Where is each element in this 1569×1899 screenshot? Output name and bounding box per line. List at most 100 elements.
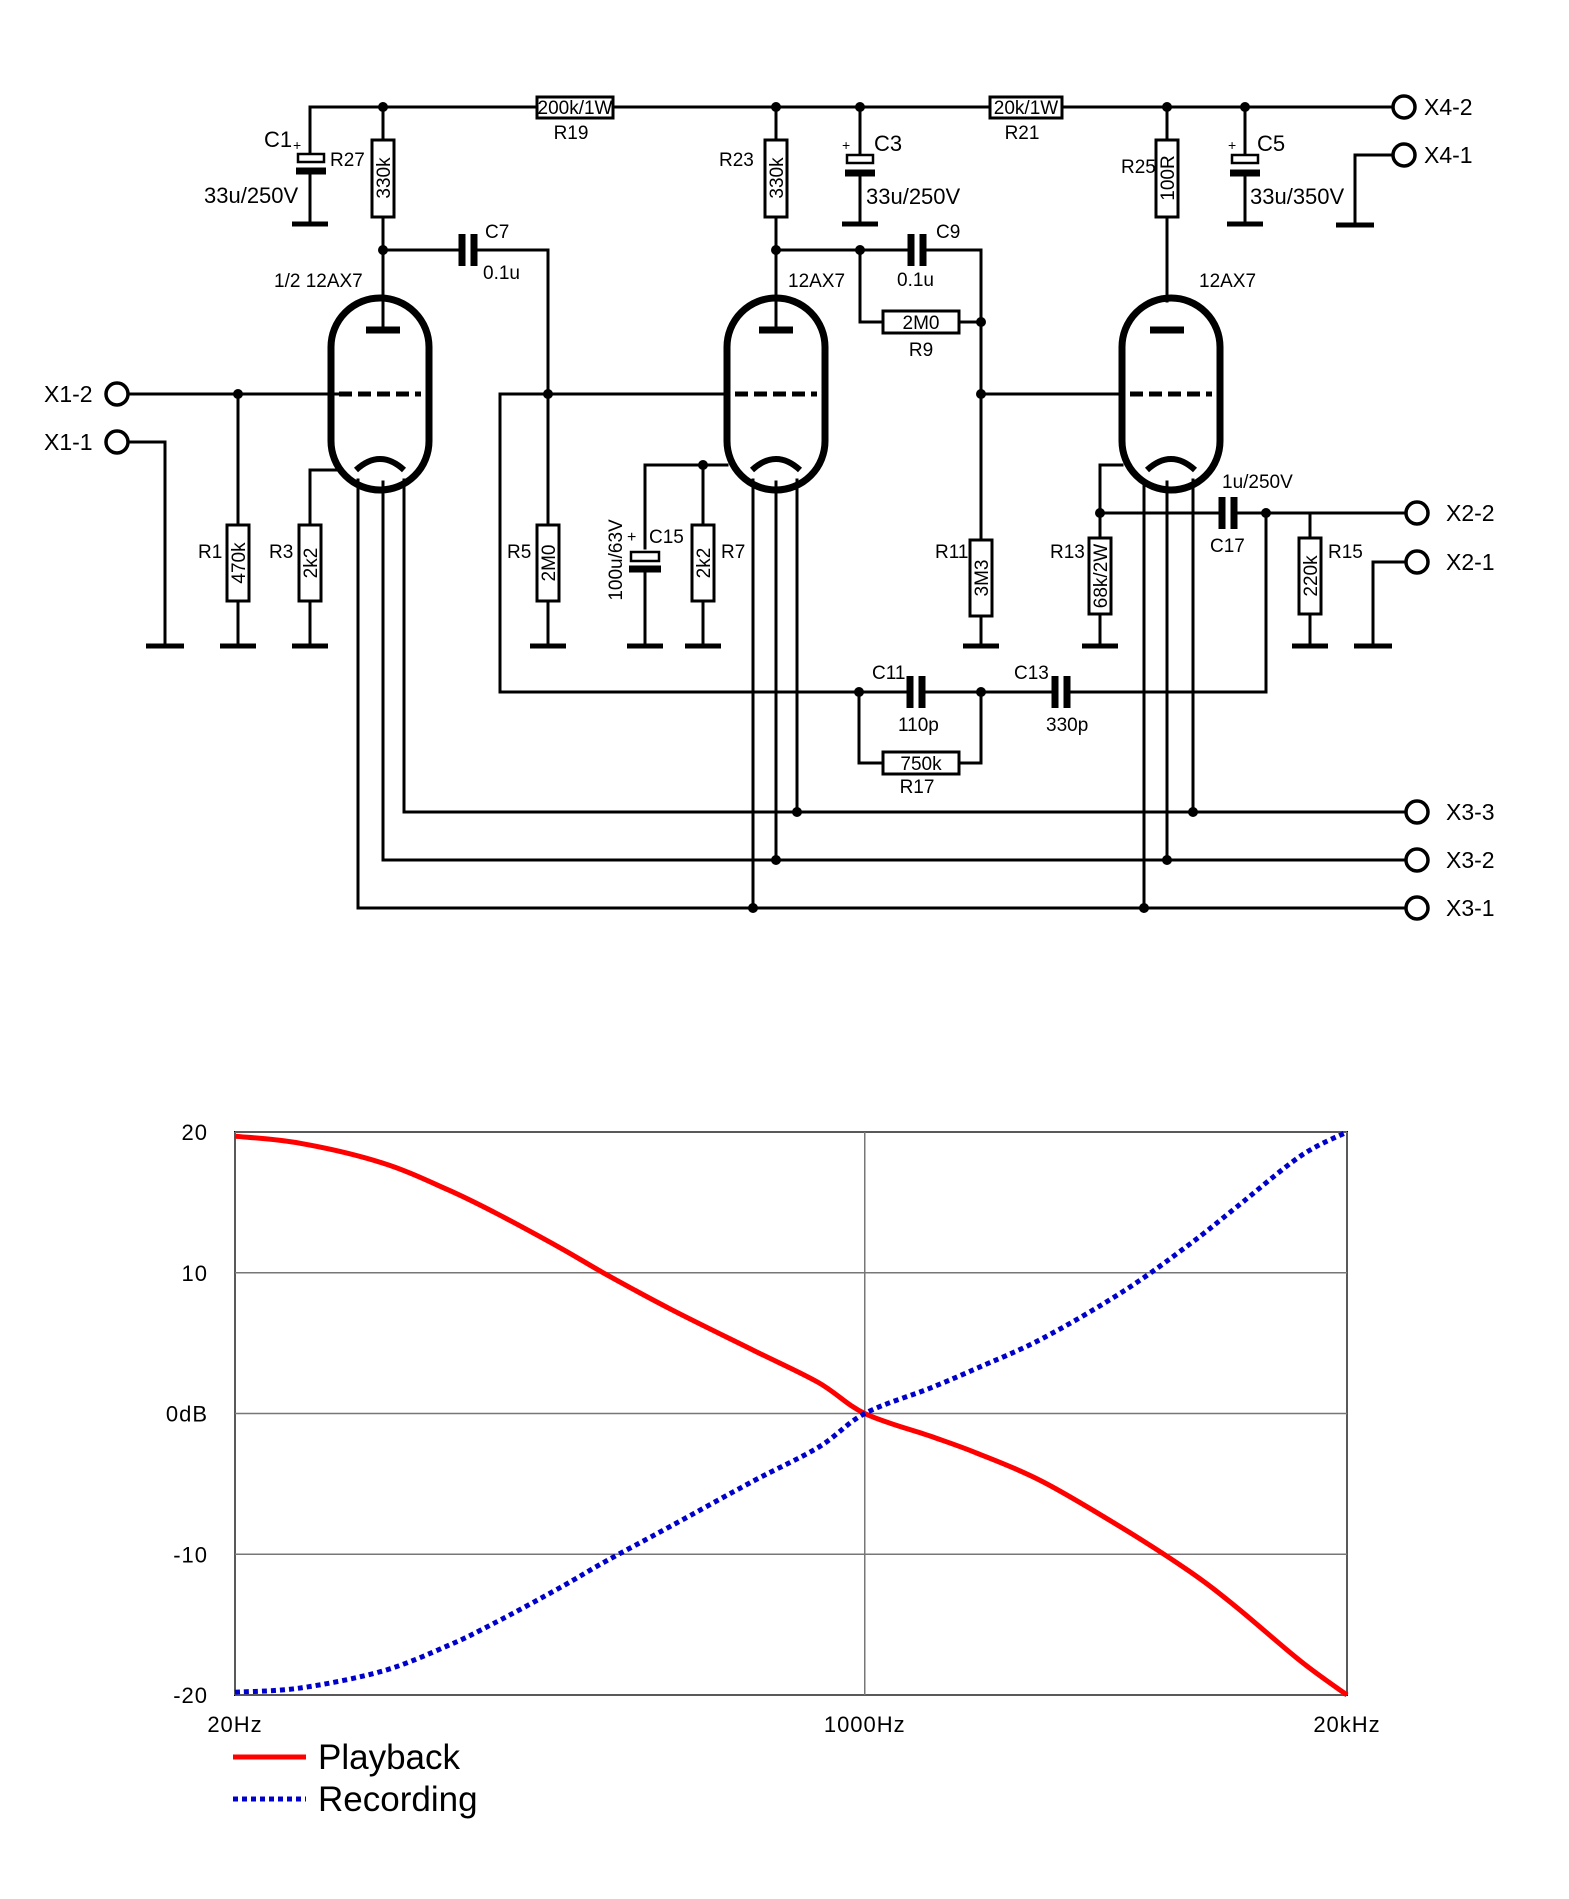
capacitor-c5: + C5 33u/350V xyxy=(1227,131,1345,227)
c9-value: 0.1u xyxy=(897,270,934,291)
c17-value: 1u/250V xyxy=(1222,472,1293,493)
r3-label: R3 xyxy=(269,542,293,563)
resistor-r21: 20k/1W R21 xyxy=(988,95,1064,144)
c15-plus: + xyxy=(627,529,636,546)
c9-label: C9 xyxy=(936,222,960,243)
r9-label: R9 xyxy=(909,340,933,361)
tube-v3-label: 12AX7 xyxy=(1199,271,1256,292)
r13-label: R13 xyxy=(1050,542,1085,563)
resistor-r9: 2M0 R9 xyxy=(858,248,983,361)
tape-preamp-schematic: 200k/1W R19 20k/1W R21 C1 + 33u/250V 330… xyxy=(44,94,1495,921)
c7-value: 0.1u xyxy=(483,263,520,284)
y-tick-label: -10 xyxy=(173,1542,208,1567)
r23-label: R23 xyxy=(719,150,754,171)
c5-value: 33u/350V xyxy=(1250,184,1345,209)
terminal-x1-1 xyxy=(104,429,130,455)
c5-plus: + xyxy=(1228,137,1236,153)
y-tick-label: -20 xyxy=(173,1683,208,1708)
terminal-x4-2 xyxy=(1391,94,1417,120)
resistor-r25: 100R R25 xyxy=(1121,138,1180,303)
resistor-r11: 3M3 R11 xyxy=(935,538,999,649)
x-tick-label: 20Hz xyxy=(207,1712,262,1737)
capacitor-c3: + C3 33u/250V xyxy=(842,131,961,227)
r19-value: 200k/1W xyxy=(538,98,613,119)
terminal-x3-1-label: X3-1 xyxy=(1446,895,1495,921)
c13-label: C13 xyxy=(1014,663,1049,684)
resistor-r19: 200k/1W R19 xyxy=(535,95,615,144)
r21-value: 20k/1W xyxy=(994,98,1058,119)
r23-value: 330k xyxy=(767,157,788,199)
r15-value: 220k xyxy=(1301,555,1322,597)
r25-label: R25 xyxy=(1121,157,1156,178)
terminal-x4-2-label: X4-2 xyxy=(1424,94,1473,120)
c17-label: C17 xyxy=(1210,536,1245,557)
resistor-r5: 2M0 R5 xyxy=(507,523,566,649)
r1-value: 470k xyxy=(229,542,250,584)
terminal-x3-2-label: X3-2 xyxy=(1446,847,1495,873)
terminal-x1-2 xyxy=(104,381,130,407)
legend-label-recording: Recording xyxy=(318,1780,478,1819)
terminal-x2-1-label: X2-1 xyxy=(1446,549,1495,575)
terminal-x4-1-wire xyxy=(1336,153,1395,228)
capacitor-c9: C9 0.1u xyxy=(774,222,983,542)
r21-label: R21 xyxy=(1005,123,1040,144)
terminal-x2-2 xyxy=(1404,500,1430,526)
r11-value: 3M3 xyxy=(972,560,993,597)
chart-grid xyxy=(234,1131,1348,1696)
c3-value: 33u/250V xyxy=(866,184,961,209)
c15-value: 100u/63V xyxy=(606,519,627,601)
terminal-x4-1-label: X4-1 xyxy=(1424,142,1473,168)
series-line-recording xyxy=(234,1129,1349,1695)
c13-value: 330p xyxy=(1046,715,1088,736)
heater-wiring xyxy=(356,478,1407,910)
y-tick-label: 0dB xyxy=(166,1402,208,1427)
terminal-x3-2 xyxy=(1404,847,1430,873)
terminal-x3-3-label: X3-3 xyxy=(1446,799,1495,825)
x-tick-label: 1000Hz xyxy=(824,1712,906,1737)
terminal-x3-3 xyxy=(1404,799,1430,825)
tube-v1-label: 1/2 12AX7 xyxy=(274,271,363,292)
chart-tick-labels: 20 10 0dB -10 -20 20Hz 1000Hz 20kHz xyxy=(166,1120,1380,1737)
y-tick-label: 10 xyxy=(182,1261,208,1286)
chart-series xyxy=(234,1129,1349,1698)
r17-label: R17 xyxy=(900,777,935,798)
capacitor-c7: C7 0.1u xyxy=(381,222,550,527)
r27-value: 330k xyxy=(374,157,395,199)
terminal-x2-1 xyxy=(1404,549,1430,575)
resistor-r23: 330k R23 xyxy=(719,138,789,303)
tube-v3: 12AX7 xyxy=(1118,271,1256,494)
r15-label: R15 xyxy=(1328,542,1363,563)
r25-value: 100R xyxy=(1158,155,1179,200)
r3-value: 2k2 xyxy=(301,548,322,579)
r5-label: R5 xyxy=(507,542,531,563)
r5-value: 2M0 xyxy=(539,545,560,582)
y-tick-label: 20 xyxy=(182,1120,208,1145)
c3-plus: + xyxy=(842,137,850,153)
x-tick-label: 20kHz xyxy=(1313,1712,1380,1737)
tube-v1: 1/2 12AX7 xyxy=(274,271,433,494)
c7-label: C7 xyxy=(485,222,509,243)
terminal-x1-1-label: X1-1 xyxy=(44,429,93,455)
r7-label: R7 xyxy=(721,542,745,563)
c3-label: C3 xyxy=(874,131,902,156)
eq-network: C11 110p C13 330p 750k R17 xyxy=(857,663,1268,798)
c11-value: 110p xyxy=(898,715,939,736)
r19-label: R19 xyxy=(554,123,589,144)
c11-label: C11 xyxy=(872,663,905,684)
c1-value: 33u/250V xyxy=(204,183,299,208)
resistor-r27: 330k R27 xyxy=(330,138,396,303)
r11-label: R11 xyxy=(935,542,968,563)
terminal-x2-2-label: X2-2 xyxy=(1446,500,1495,526)
tube-v2-label: 12AX7 xyxy=(788,271,845,292)
c1-label: C1 xyxy=(264,127,292,152)
r27-label: R27 xyxy=(330,150,365,171)
r9-value: 2M0 xyxy=(903,313,940,334)
r1-label: R1 xyxy=(198,542,222,563)
r13-value: 68k/2W xyxy=(1091,544,1112,608)
legend-label-playback: Playback xyxy=(318,1738,461,1777)
r7-value: 2k2 xyxy=(694,548,715,579)
terminal-x1-2-label: X1-2 xyxy=(44,381,93,407)
tube-v2: 12AX7 xyxy=(723,271,845,494)
riaa-eq-chart: 20 10 0dB -10 -20 20Hz 1000Hz 20kHz PlaybackRec… xyxy=(166,1120,1380,1819)
